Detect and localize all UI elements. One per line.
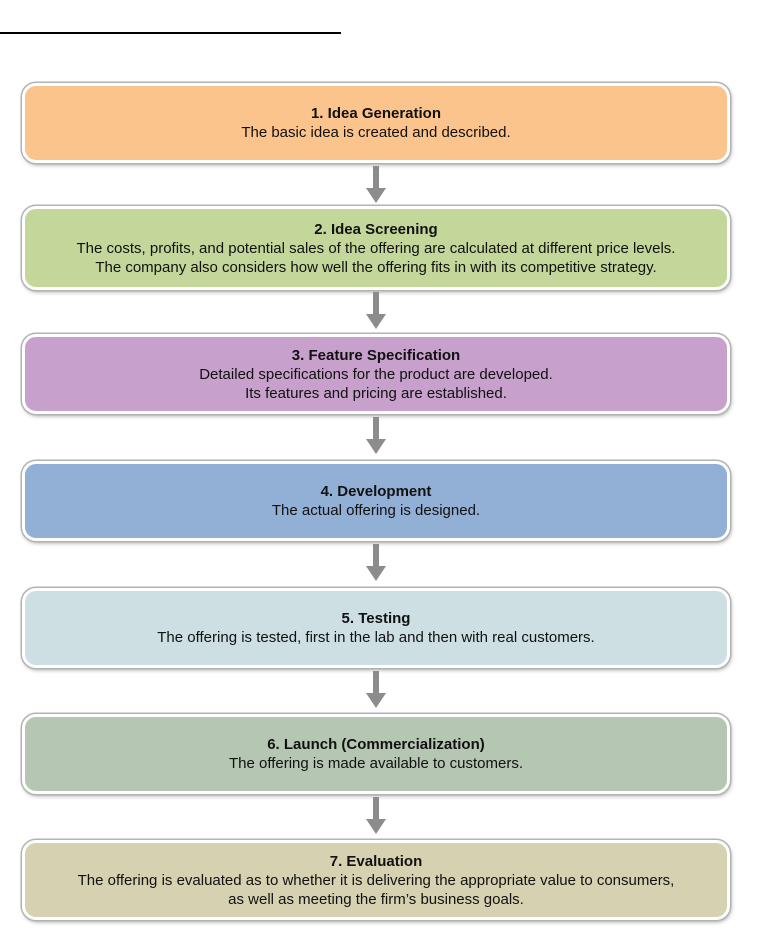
step-description-line: The costs, profits, and potential sales … — [76, 239, 676, 257]
step-title: 7. Evaluation — [329, 852, 423, 870]
top-rule — [0, 32, 341, 34]
arrow-down-icon — [365, 544, 387, 582]
step-description-line: Detailed specifications for the product … — [199, 365, 553, 383]
step-title: 4. Development — [320, 483, 432, 500]
arrow-down-icon — [365, 417, 387, 455]
step-idea-generation: 1. Idea Generation The basic idea is cre… — [22, 83, 730, 163]
step-title: 6. Launch (Commercialization) — [267, 736, 485, 753]
arrow-down-icon — [365, 292, 387, 330]
step-title: 1. Idea Generation — [310, 105, 442, 122]
step-title: 2. Idea Screening — [314, 220, 438, 238]
arrow-down-icon — [365, 797, 387, 835]
step-evaluation: 7. Evaluation The offering is evaluated … — [22, 840, 730, 920]
step-idea-screening: 2. Idea Screening The costs, profits, an… — [22, 206, 730, 290]
step-title: 5. Testing — [341, 610, 411, 627]
step-description-line: as well as meeting the firm’s business g… — [228, 890, 524, 908]
arrow-down-icon — [365, 671, 387, 709]
step-description-line: The actual offering is designed. — [271, 502, 481, 519]
step-development: 4. Development The actual offering is de… — [22, 461, 730, 541]
step-description-line: The offering is evaluated as to whether … — [77, 871, 675, 889]
step-description-line: Its features and pricing are established… — [245, 384, 507, 402]
step-description-line: The basic idea is created and described. — [241, 124, 511, 141]
arrow-down-icon — [365, 166, 387, 204]
step-feature-specification: 3. Feature Specification Detailed specif… — [22, 334, 730, 414]
step-description-line: The offering is made available to custom… — [228, 755, 524, 772]
step-description-line: The offering is tested, first in the lab… — [157, 629, 595, 646]
step-launch: 6. Launch (Commercialization) The offeri… — [22, 714, 730, 794]
step-testing: 5. Testing The offering is tested, first… — [22, 588, 730, 668]
step-title: 3. Feature Specification — [291, 346, 461, 364]
step-description-line: The company also considers how well the … — [95, 258, 657, 276]
